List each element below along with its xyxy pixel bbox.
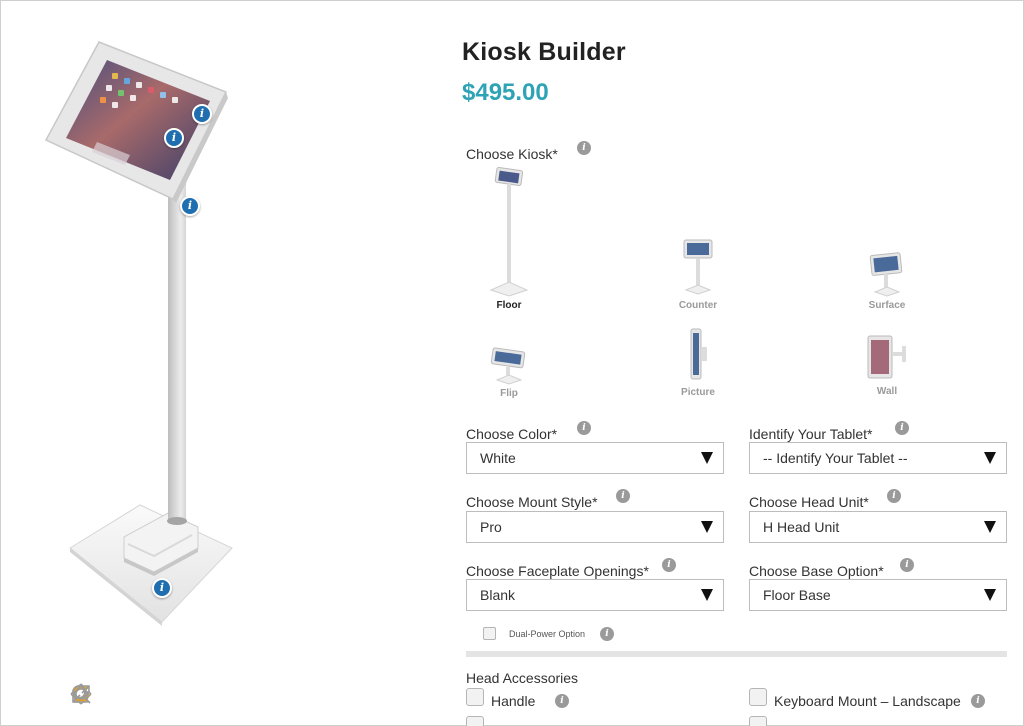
choose-kiosk-label: Choose Kiosk* <box>466 146 558 162</box>
choose-color-info-icon[interactable]: i <box>577 421 591 435</box>
dropdown-arrow-icon <box>701 452 713 464</box>
kiosk-option-flip[interactable]: Flip <box>449 346 569 399</box>
kiosk-option-label: Surface <box>868 300 906 311</box>
flip-kiosk-icon <box>490 347 526 385</box>
keyboard-mount-checkbox[interactable] <box>749 688 767 706</box>
kiosk-option-picture[interactable]: Picture <box>638 325 758 398</box>
counter-kiosk-icon <box>683 239 713 295</box>
kiosk-option-wall[interactable]: Wall <box>827 332 947 397</box>
pan-icon[interactable] <box>70 683 128 707</box>
kiosk-floor-stand-render <box>44 41 233 626</box>
fullscreen-icon[interactable] <box>72 683 230 707</box>
hotspot-info-icon[interactable]: i <box>152 578 172 598</box>
keyboard-mount-info-icon[interactable]: i <box>971 694 985 708</box>
kiosk-option-label: Flip <box>500 388 518 399</box>
identify-tablet-info-icon[interactable]: i <box>895 421 909 435</box>
base-option-select-value: Floor Base <box>763 587 831 603</box>
handle-info-icon[interactable]: i <box>555 694 569 708</box>
head-unit-label: Choose Head Unit* <box>749 494 869 510</box>
page-title: Kiosk Builder <box>462 38 626 66</box>
hotspot-info-icon[interactable]: i <box>164 128 184 148</box>
tablet-select-value: -- Identify Your Tablet -- <box>763 450 908 466</box>
dropdown-arrow-icon <box>984 521 996 533</box>
base-option-label: Choose Base Option* <box>749 563 884 579</box>
choose-kiosk-info-icon[interactable]: i <box>577 141 591 155</box>
kiosk-option-counter[interactable]: Counter <box>638 236 758 311</box>
head-accessories-label: Head Accessories <box>466 670 579 686</box>
faceplate-info-icon[interactable]: i <box>662 558 676 572</box>
product-3d-viewer[interactable]: i i i i <box>0 0 430 726</box>
product-price: $495.00 <box>462 79 549 106</box>
dropdown-arrow-icon <box>984 589 996 601</box>
color-select[interactable]: White <box>466 442 724 474</box>
wall-kiosk-icon <box>867 335 906 379</box>
mount-style-label: Choose Mount Style* <box>466 494 598 510</box>
choose-color-label: Choose Color* <box>466 426 558 442</box>
picture-kiosk-icon <box>690 328 707 380</box>
color-select-value: White <box>480 450 516 466</box>
hotspot-info-icon[interactable]: i <box>192 104 212 124</box>
dropdown-arrow-icon <box>984 452 996 464</box>
accessory-checkbox[interactable] <box>749 716 767 726</box>
dual-power-checkbox[interactable] <box>483 627 496 640</box>
faceplate-select[interactable]: Blank <box>466 579 724 611</box>
viewer-toolbar <box>70 683 230 707</box>
surface-kiosk-icon <box>869 252 903 297</box>
head-unit-select-value: H Head Unit <box>763 519 840 535</box>
hotspot-info-icon[interactable]: i <box>180 196 200 216</box>
mount-style-info-icon[interactable]: i <box>616 489 630 503</box>
kiosk-option-label: Counter <box>678 300 718 311</box>
faceplate-label: Choose Faceplate Openings* <box>466 563 649 579</box>
mount-style-select-value: Pro <box>480 519 502 535</box>
kiosk-option-label: Floor <box>496 300 522 311</box>
identify-tablet-label: Identify Your Tablet* <box>749 426 873 442</box>
keyboard-mount-label: Keyboard Mount – Landscape <box>774 693 961 709</box>
head-unit-select[interactable]: H Head Unit <box>749 511 1007 543</box>
dual-power-info-icon[interactable]: i <box>600 627 614 641</box>
kiosk-option-label: Wall <box>876 386 898 397</box>
tablet-select[interactable]: -- Identify Your Tablet -- <box>749 442 1007 474</box>
floor-kiosk-icon <box>489 167 529 297</box>
handle-checkbox[interactable] <box>466 688 484 706</box>
home-icon[interactable] <box>72 683 196 707</box>
accessory-checkbox[interactable] <box>466 716 484 726</box>
dual-power-label: Dual-Power Option <box>509 629 586 639</box>
kiosk-option-floor[interactable]: Floor <box>449 166 569 311</box>
base-option-select[interactable]: Floor Base <box>749 579 1007 611</box>
dropdown-arrow-icon <box>701 589 713 601</box>
kiosk-option-label: Picture <box>681 387 715 398</box>
kiosk-option-surface[interactable]: Surface <box>827 250 947 311</box>
zoom-icon[interactable] <box>72 683 162 707</box>
dropdown-arrow-icon <box>701 521 713 533</box>
mount-style-select[interactable]: Pro <box>466 511 724 543</box>
faceplate-select-value: Blank <box>480 587 516 603</box>
handle-label: Handle <box>491 693 536 709</box>
head-unit-info-icon[interactable]: i <box>887 489 901 503</box>
section-divider <box>466 651 1007 657</box>
base-option-info-icon[interactable]: i <box>900 558 914 572</box>
